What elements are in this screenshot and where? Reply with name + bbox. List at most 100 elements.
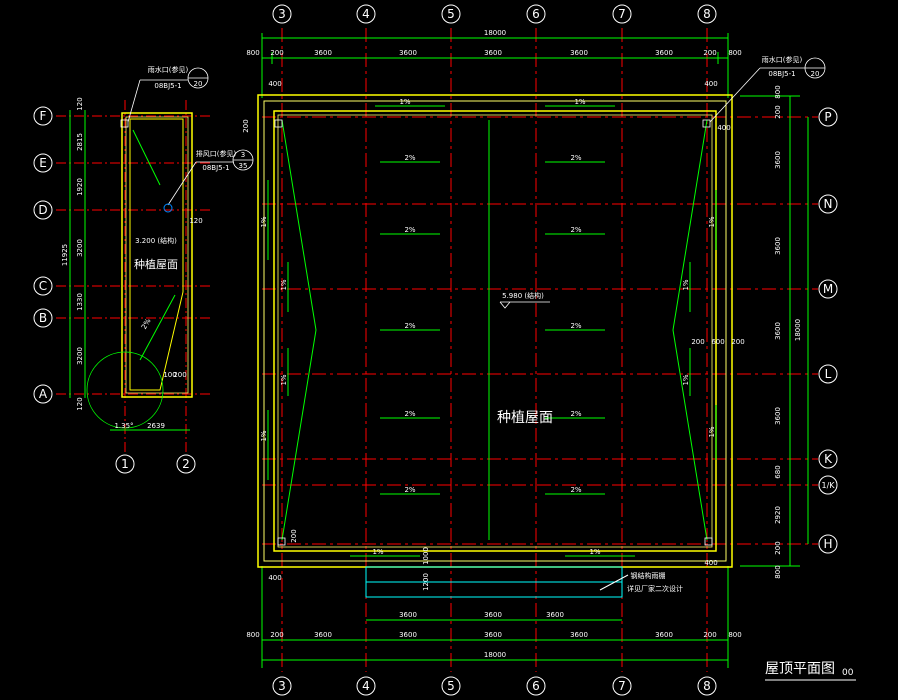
right-edge-800-top: 800 <box>774 85 782 98</box>
slope-left-2: 1% <box>260 430 268 441</box>
side-dim-1920: 1920 <box>76 178 84 196</box>
top-edge-200-right: 200 <box>703 49 716 57</box>
canopy-span-1: 3600 <box>399 611 417 619</box>
top-edge-800-right: 800 <box>728 49 741 57</box>
bottom-edge-400-left: 400 <box>268 574 281 582</box>
row-label-N: N <box>824 197 833 211</box>
bottom-span-3: 3600 <box>484 631 502 639</box>
col-label-8-bottom: 8 <box>703 679 711 693</box>
main-plan: 3 4 5 6 7 8 3 4 5 6 7 8 P N M L K 1/K H … <box>242 4 856 696</box>
side-col-label-1: 1 <box>121 457 129 471</box>
row-label-1K: 1/K <box>821 481 835 490</box>
column-bubbles-bottom <box>272 676 717 696</box>
slope-r3-right: 2% <box>570 322 581 330</box>
top-span-3: 3600 <box>484 49 502 57</box>
right-dimensions <box>740 95 809 567</box>
roof-type-label: 种植屋面 <box>497 410 553 426</box>
side-drain-ref: 08BJ5-1 <box>154 82 181 90</box>
top-span-1: 3600 <box>314 49 332 57</box>
side-row-label-E: E <box>39 156 47 170</box>
canopy-dim-1000: 1000 <box>422 547 430 565</box>
bottom-edge-800-left: 800 <box>246 631 259 639</box>
slope-bottom-right: 1% <box>589 548 600 556</box>
side-dim-120-top: 120 <box>76 97 84 110</box>
side-row-label-D: D <box>38 203 47 217</box>
slope-r5-left: 2% <box>404 486 415 494</box>
side-row-label-C: C <box>39 279 47 293</box>
slope-r1-left: 2% <box>404 154 415 162</box>
col-label-7-top: 7 <box>618 7 626 21</box>
side-drain-num: 20 <box>194 80 203 88</box>
side-vent-callout: 排风口(参见) 08BJ5-1 3 35 <box>163 149 254 213</box>
drain-top-num: 20 <box>811 70 820 78</box>
col-label-6-top: 6 <box>532 7 540 21</box>
drainage-ridges <box>281 119 708 541</box>
col-label-5-top: 5 <box>447 7 455 21</box>
drain-se <box>704 537 713 546</box>
drawing-title-suffix: 00 <box>842 668 854 678</box>
side-dim-2815: 2815 <box>76 133 84 151</box>
side-dim-120-bottom: 120 <box>76 397 84 410</box>
bottom-edge-400-right: 400 <box>704 559 717 567</box>
side-col-label-2: 2 <box>182 457 190 471</box>
drain-dim-400: 400 <box>717 124 730 132</box>
row-label-K: K <box>824 452 833 466</box>
right-edge-800-bottom: 800 <box>774 565 782 578</box>
side-drain-callout: 雨水口(参见) 08BJ5-1 20 <box>120 65 209 128</box>
side-vent-label: 排风口(参见) <box>196 149 237 158</box>
slope-r1-right: 2% <box>570 154 581 162</box>
gutter-dim-200-left: 200 <box>691 338 704 346</box>
axis-lines <box>262 28 818 672</box>
slope-r2-right: 2% <box>570 226 581 234</box>
slope-left-1: 1% <box>260 216 268 227</box>
drain-top-label: 雨水口(参见) <box>762 55 803 64</box>
roof-elevation: 5.980 (结构) <box>502 291 544 300</box>
column-bubbles-top <box>272 4 717 24</box>
row-label-H: H <box>823 537 832 551</box>
side-vent-ref: 08BJ5-1 <box>202 164 229 172</box>
col-label-8-top: 8 <box>703 7 711 21</box>
side-elevation: 3.200 (结构) <box>135 236 177 245</box>
canopy-span-2: 3600 <box>484 611 502 619</box>
right-overall-dim: 18000 <box>794 319 802 341</box>
side-width-dim: 2639 <box>147 422 165 430</box>
bottom-span-1: 3600 <box>314 631 332 639</box>
slope-top-left: 1% <box>399 98 410 106</box>
slope-r2-left: 2% <box>404 226 415 234</box>
building-outline <box>257 94 733 568</box>
side-dim-3200-a: 3200 <box>76 239 84 257</box>
slope-r5-right: 2% <box>570 486 581 494</box>
canopy-span-3: 3600 <box>546 611 564 619</box>
row-label-M: M <box>823 282 833 296</box>
side-dim-120: 120 <box>189 217 202 225</box>
side-roof-label: 种植屋面 <box>134 257 178 271</box>
side-drain-label: 雨水口(参见) <box>148 65 189 74</box>
top-edge-400-right: 400 <box>704 80 717 88</box>
slope-right-1: 1% <box>708 216 716 227</box>
bottom-edge-200-left: 200 <box>270 631 283 639</box>
drain-nw <box>274 119 283 128</box>
side-dim-200: 200 <box>173 371 186 379</box>
slope-left-4: 1% <box>280 374 288 385</box>
top-edge-400-left: 400 <box>268 80 281 88</box>
side-dim-100: 100 <box>163 371 176 379</box>
row-label-L: L <box>825 367 832 381</box>
bottom-edge-200-right: 200 <box>703 631 716 639</box>
right-span-3: 3600 <box>774 322 782 340</box>
right-edge-200-bottom: 200 <box>774 541 782 554</box>
col-label-6-bottom: 6 <box>532 679 540 693</box>
side-slope: 2% <box>140 317 153 331</box>
slope-r4-right: 2% <box>570 410 581 418</box>
side-vent-num-bottom: 35 <box>239 162 248 170</box>
right-span-5: 680 <box>774 465 782 478</box>
side-plan: F E D C B A 1 2 120 2815 1920 3200 1330 … <box>33 65 254 474</box>
right-span-6: 2920 <box>774 506 782 524</box>
slope-r3-left: 2% <box>404 322 415 330</box>
top-span-2: 3600 <box>399 49 417 57</box>
right-span-2: 3600 <box>774 237 782 255</box>
row-label-P: P <box>824 110 831 124</box>
slope-left-3: 1% <box>280 279 288 290</box>
slope-right-3: 1% <box>682 279 690 290</box>
top-edge-800-left: 800 <box>246 49 259 57</box>
